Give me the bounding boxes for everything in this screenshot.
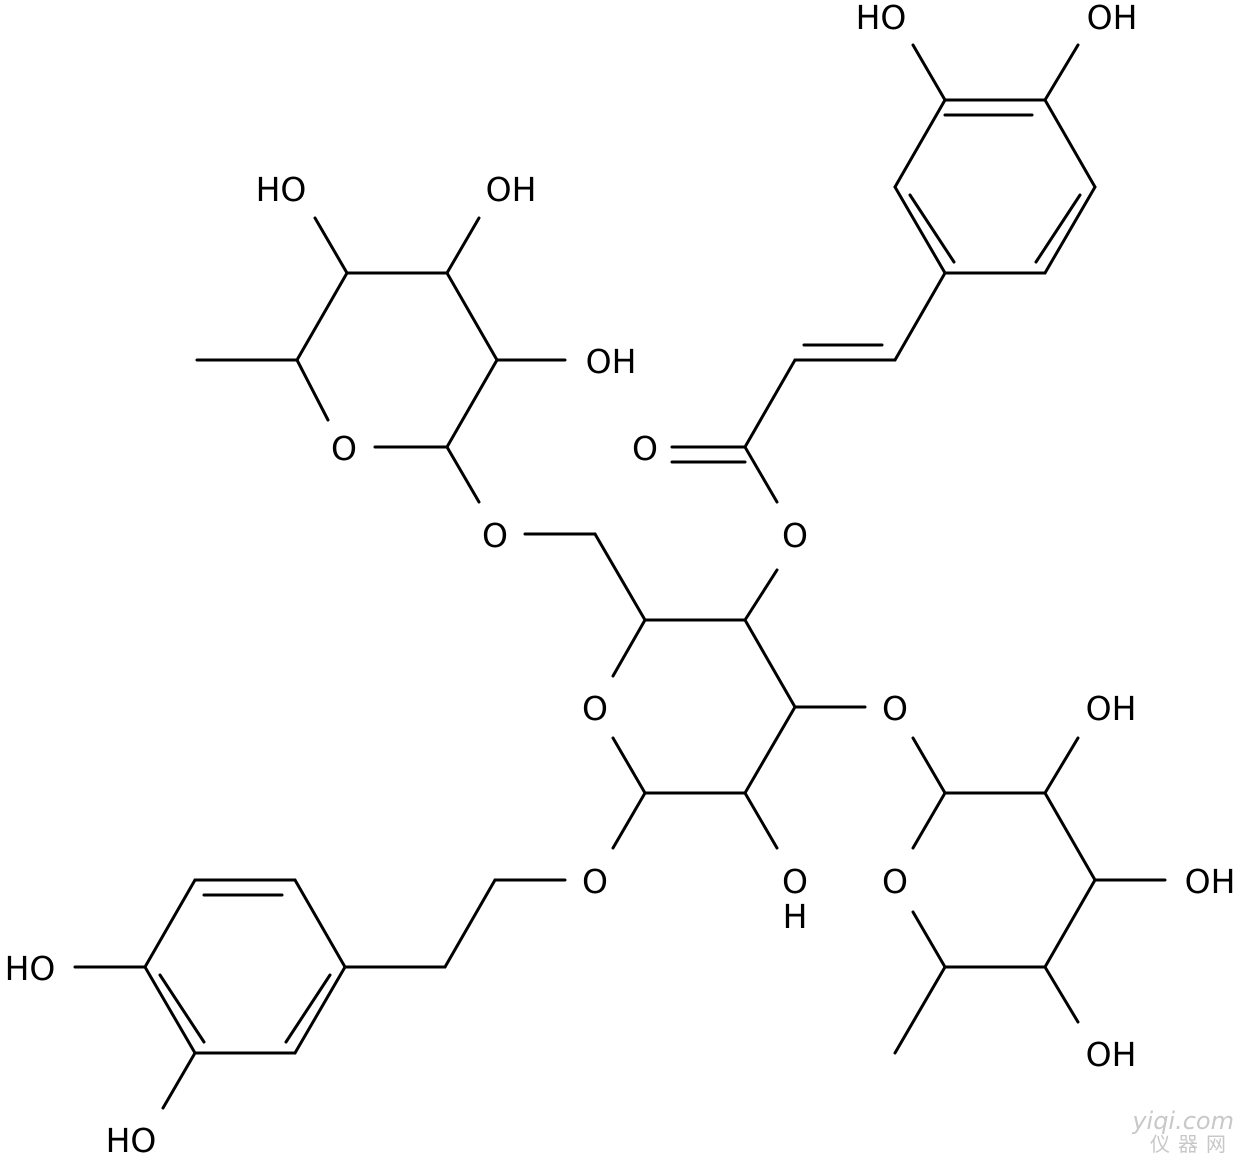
bond <box>284 973 332 1044</box>
bond <box>143 878 197 969</box>
bond <box>445 216 481 275</box>
bond <box>158 973 206 1044</box>
hydroxyl-label: OH <box>1085 0 1139 37</box>
bond <box>743 791 779 850</box>
bond <box>911 910 947 969</box>
hydroxyl-label: HO <box>3 949 57 988</box>
bond <box>1043 736 1080 795</box>
bond <box>1043 98 1097 189</box>
bond <box>295 271 349 362</box>
bond <box>445 358 499 449</box>
bond <box>443 878 497 969</box>
bond <box>161 1051 197 1110</box>
hydroxyl-label: OH <box>1084 689 1138 728</box>
ether-oxygen-label: O <box>481 516 509 555</box>
bond <box>743 568 779 622</box>
bond <box>1043 185 1097 275</box>
bond <box>893 271 947 362</box>
bonds <box>73 43 1167 1110</box>
bond <box>143 965 197 1055</box>
hydroxyl-label: HO <box>104 1121 158 1160</box>
bond <box>445 445 481 504</box>
ester-oxygen-label: O <box>781 516 809 555</box>
carbonyl-oxygen-label: O <box>631 429 659 468</box>
bond <box>893 965 947 1055</box>
watermark-site: yiqi.com <box>1132 1107 1234 1135</box>
bond <box>611 791 647 850</box>
hydroxyl-hydrogen-label: H <box>781 897 809 936</box>
watermark-cn: 仪器网 <box>1150 1132 1234 1156</box>
bond <box>908 193 956 264</box>
hydroxyl-label: OH <box>584 342 638 381</box>
ether-oxygen-label: O <box>881 689 909 728</box>
bond <box>911 43 947 102</box>
hydroxyl-label: HO <box>854 0 908 37</box>
bond <box>611 736 647 795</box>
bond <box>445 271 499 362</box>
bond <box>593 532 647 622</box>
hydroxyl-label: OH <box>484 170 538 209</box>
watermark: yiqi.com 仪器网 <box>1132 1109 1234 1155</box>
bond <box>743 705 797 795</box>
bond <box>893 98 947 189</box>
bond <box>313 216 349 275</box>
bond <box>1043 43 1080 102</box>
bond <box>293 878 347 969</box>
ring-oxygen-label: O <box>881 862 909 901</box>
bond <box>893 185 947 275</box>
bond <box>743 445 779 504</box>
hydroxyl-label: OH <box>1183 862 1237 901</box>
glycosidic-oxygen-label: O <box>581 862 609 901</box>
bond <box>1034 193 1082 264</box>
bond <box>1043 965 1080 1024</box>
bond <box>611 618 647 678</box>
ring-oxygen-label: O <box>581 689 609 728</box>
ring-oxygen-label: O <box>330 429 358 468</box>
bond <box>743 358 797 449</box>
bond <box>1043 791 1097 882</box>
bond <box>911 791 947 850</box>
hydroxyl-label: OH <box>1084 1035 1138 1074</box>
hydroxyl-label: HO <box>254 170 308 209</box>
bond <box>295 358 330 422</box>
bond <box>293 965 347 1055</box>
hydroxyl-oxygen-label: O <box>781 862 809 901</box>
bond <box>1043 878 1097 969</box>
bond <box>743 618 797 709</box>
bond <box>911 736 947 795</box>
